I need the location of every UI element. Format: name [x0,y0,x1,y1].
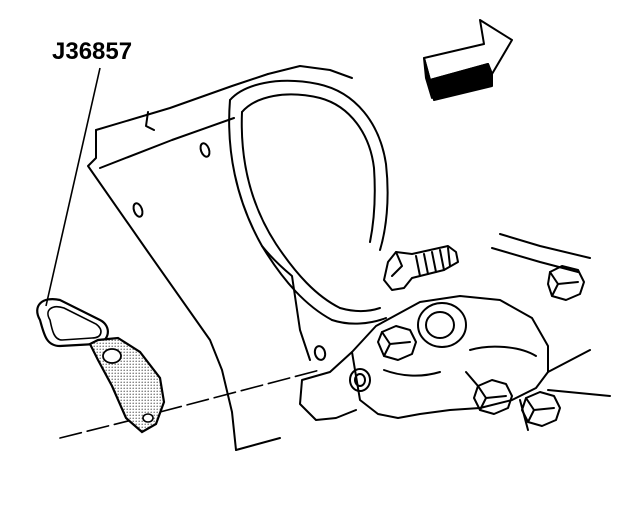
oil-passage-bore [425,311,455,339]
oil-filter-adapter [299,295,611,431]
timing-cover [228,79,389,361]
oil-passage [417,302,467,348]
block-hole [132,202,144,218]
bolt-lower-middle [465,371,513,415]
bolt-upper-right [547,265,585,301]
fastener-hole [313,345,327,361]
bolt-lower-right [521,391,561,427]
oil-pressure-fitting [383,245,459,291]
tool-callout-label: J36857 [52,38,133,65]
bolt-center [377,325,417,361]
alignment-centerline [59,369,321,439]
threaded-port [349,368,371,392]
j36857-tool [36,298,166,434]
engine-block [87,65,591,451]
callout-leader [45,67,101,307]
arrow-right-icon [423,19,513,101]
block-hole [199,142,211,158]
